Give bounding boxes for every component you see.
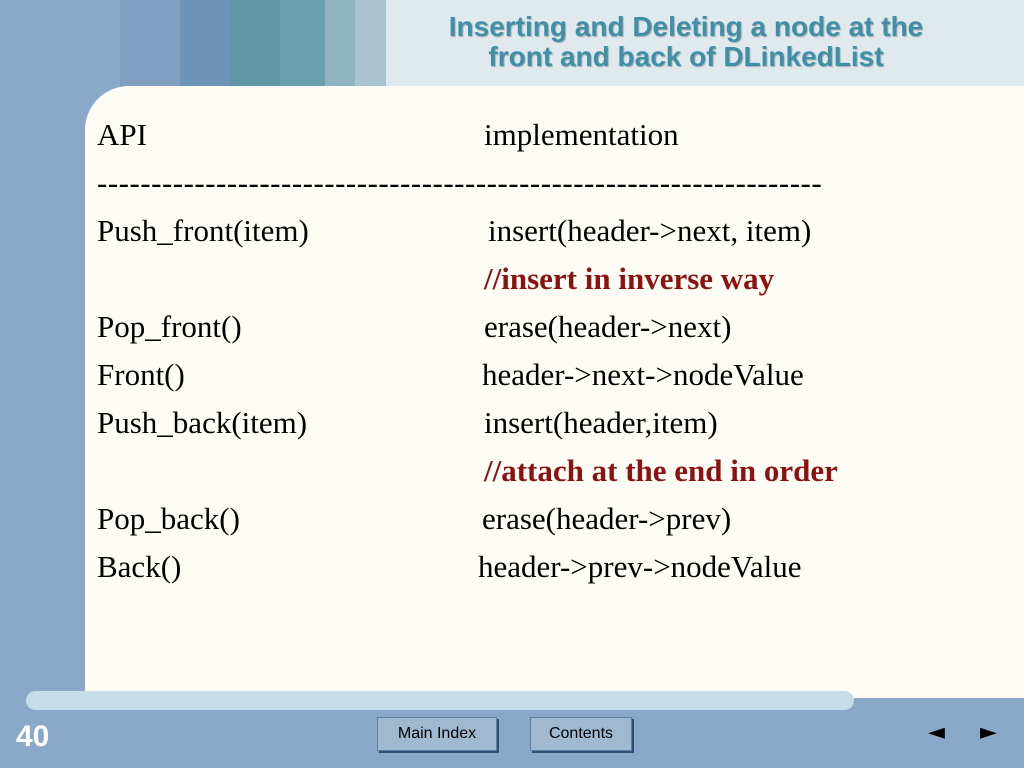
api-push-back: Push_back(item) xyxy=(97,405,308,440)
comment-insert-inverse: //insert in inverse way xyxy=(484,261,775,296)
impl-back: header->prev->nodeValue xyxy=(478,549,802,584)
api-front: Front() xyxy=(97,357,185,392)
slide-number: 40 xyxy=(16,720,50,753)
previous-arrow-icon[interactable]: ◄ xyxy=(928,720,945,745)
impl-push-front: insert(header->next, item) xyxy=(488,213,812,248)
impl-push-back: insert(header,item) xyxy=(484,405,718,440)
api-pop-front: Pop_front() xyxy=(97,309,242,344)
next-arrow-icon[interactable]: ► xyxy=(980,720,997,745)
slide-title: Inserting and Deleting a node at the fro… xyxy=(448,11,924,72)
title-band xyxy=(386,0,1024,88)
impl-pop-front: erase(header->next) xyxy=(484,309,732,344)
api-header: API xyxy=(97,117,147,152)
stripe xyxy=(230,0,280,88)
content-panel xyxy=(85,86,1024,698)
impl-front: header->next->nodeValue xyxy=(482,357,804,392)
stripe xyxy=(355,0,390,88)
implementation-header: implementation xyxy=(484,117,679,152)
contents-button[interactable]: Contents xyxy=(530,717,632,751)
header-stripes xyxy=(0,0,390,88)
bottom-bar xyxy=(26,691,854,710)
comment-attach-end: //attach at the end in order xyxy=(484,453,838,488)
main-index-button[interactable]: Main Index xyxy=(377,717,497,751)
stripe xyxy=(280,0,325,88)
separator-line: ----------------------------------------… xyxy=(97,165,823,200)
stripe xyxy=(120,0,180,88)
stripe xyxy=(180,0,230,88)
api-push-front: Push_front(item) xyxy=(97,213,309,248)
stripe xyxy=(0,0,120,88)
api-back: Back() xyxy=(97,549,182,584)
stripe xyxy=(325,0,355,88)
footer xyxy=(0,710,1024,768)
api-pop-back: Pop_back() xyxy=(97,501,240,536)
impl-pop-back: erase(header->prev) xyxy=(482,501,732,536)
